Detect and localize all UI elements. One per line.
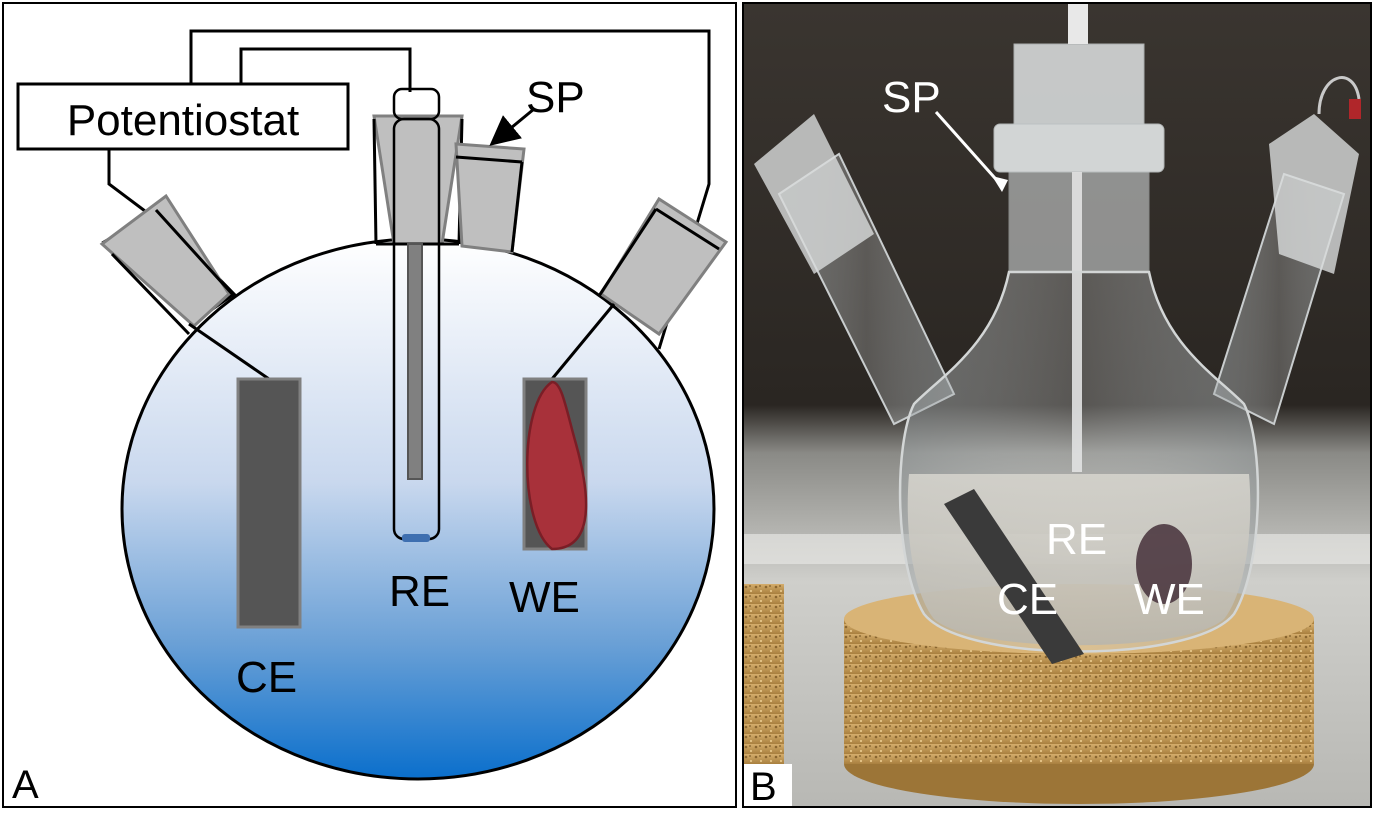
- ce-label-a: CE: [236, 653, 297, 702]
- left-stopper: [99, 193, 231, 329]
- photo-sp-arrow: [934, 111, 1004, 187]
- panel-b-letter-bg: [744, 764, 792, 806]
- photo-right-neck: [1212, 76, 1361, 426]
- sp-arrow: [489, 107, 535, 146]
- ce-label-b: CE: [997, 575, 1058, 624]
- ce-wire: [188, 322, 270, 381]
- potentiostat-box: [16, 82, 350, 151]
- we-wire: [550, 303, 616, 380]
- left-neck: [99, 193, 237, 336]
- panel-a-letter: A: [12, 763, 39, 806]
- counter-electrode: [236, 377, 302, 629]
- center-neck: [372, 87, 464, 542]
- cell-photo: SP RE CE WE B: [744, 4, 1370, 806]
- panel-a-schematic: Potentiostat SP RE WE CE A: [2, 2, 737, 808]
- re-label-b: RE: [1046, 515, 1107, 564]
- photo-working-electrode: [1136, 524, 1192, 604]
- potentiostat-label: Potentiostat: [67, 96, 299, 145]
- panel-b-photo: SP RE CE WE B: [742, 2, 1372, 808]
- sp-label-b: SP: [882, 73, 941, 122]
- cell-schematic: Potentiostat SP RE WE CE A: [12, 29, 729, 806]
- we-label-b: WE: [1134, 575, 1205, 624]
- right-neck: [597, 196, 729, 337]
- sp-port: [454, 107, 535, 254]
- we-label-a: WE: [509, 573, 580, 622]
- sp-label-a: SP: [526, 73, 585, 122]
- photo-counter-electrode: [944, 489, 1084, 664]
- neighbor-cork: [744, 584, 784, 784]
- center-stopper: [372, 114, 464, 246]
- panel-b-letter: B: [750, 765, 777, 806]
- reference-electrode-wire: [407, 243, 423, 480]
- re-label-a: RE: [389, 567, 450, 616]
- sample-on-working-electrode: [526, 380, 588, 551]
- reference-frit: [402, 534, 430, 542]
